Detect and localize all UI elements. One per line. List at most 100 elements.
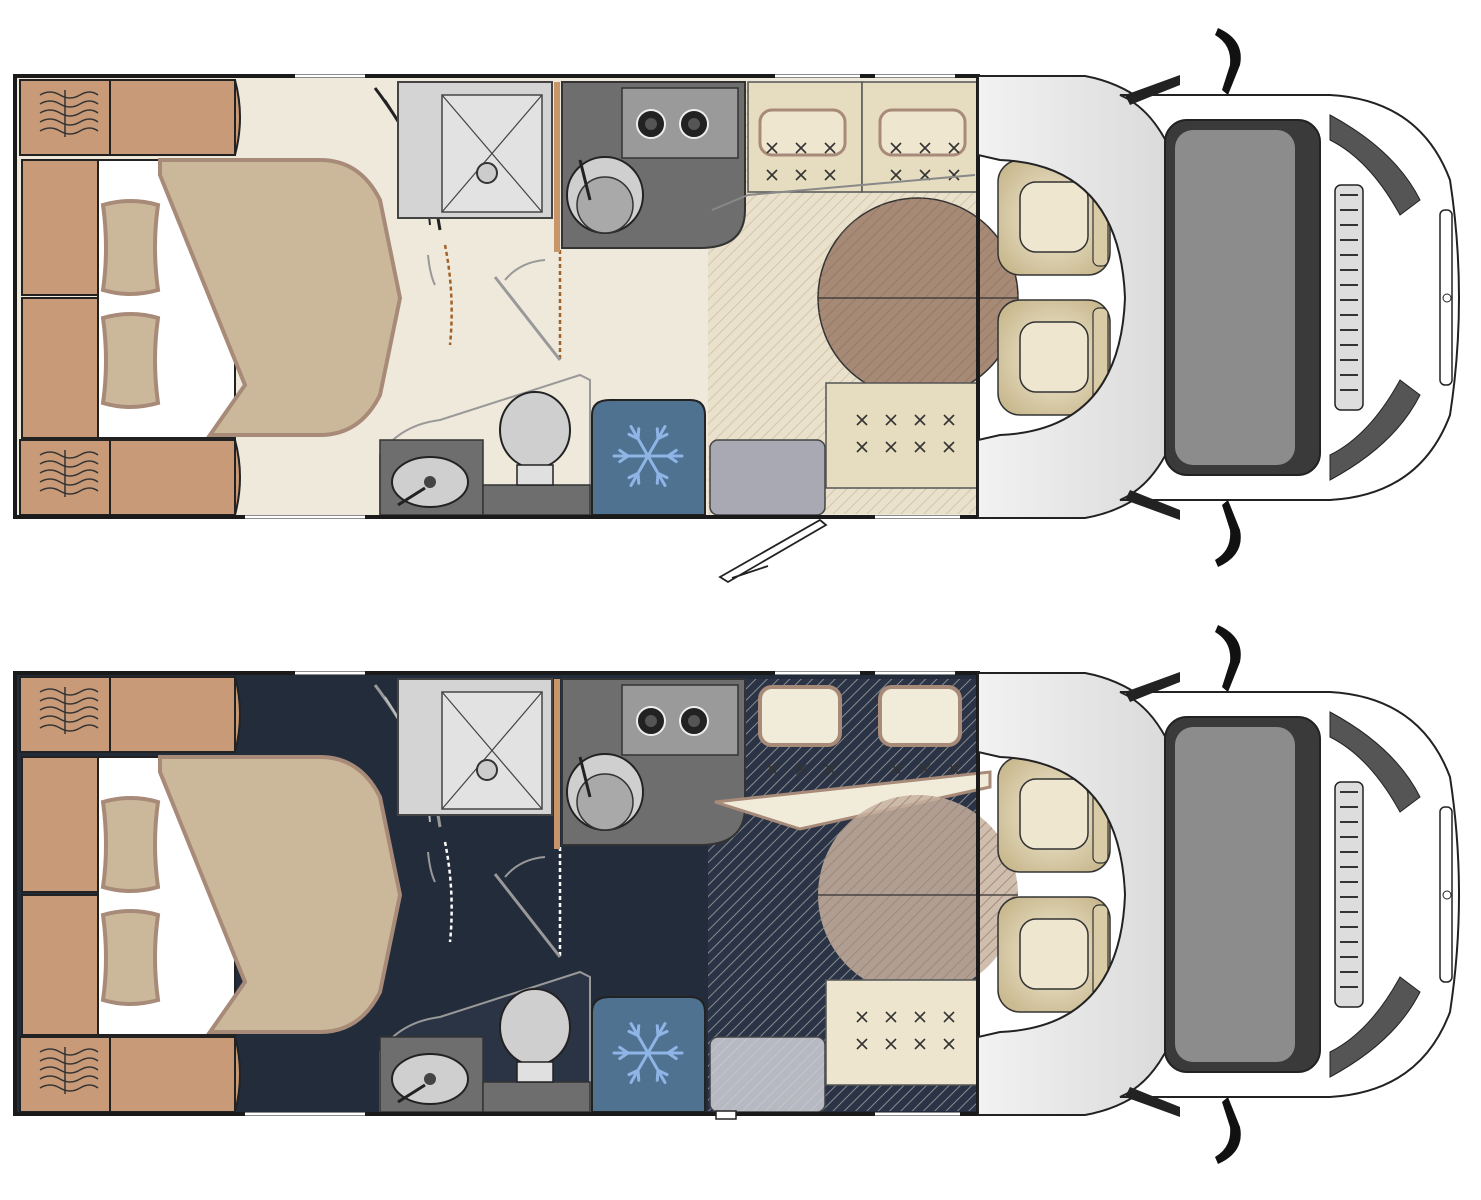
cushion-tuft (890, 763, 902, 775)
snowflake-branch (636, 471, 641, 485)
bed-storage-box (21, 159, 99, 296)
cabinet-curve (234, 439, 241, 516)
entry-step (709, 439, 826, 516)
hook-line (39, 1075, 99, 1083)
cushion-tuft (795, 763, 807, 775)
door-swing-arrow (427, 851, 436, 883)
cushion-tuft (943, 414, 955, 426)
cushion-tuft (885, 1011, 897, 1023)
snowflake-arm (646, 1051, 667, 1084)
windscreen (1175, 130, 1295, 465)
snowflake-branch (618, 454, 630, 464)
snowflake-arm (646, 425, 667, 458)
cushion-tuft (890, 169, 902, 181)
snowflake-branch (627, 432, 640, 441)
bathroom-door (493, 276, 562, 361)
hook-line (39, 460, 99, 468)
cushion-tuft (856, 441, 868, 453)
burner-center (645, 118, 657, 130)
cab-seat-driver (997, 299, 1111, 416)
cushion-tuft (948, 169, 960, 181)
snowflake-branch (618, 1045, 630, 1055)
cushion-tuft (914, 441, 926, 453)
hook-line (39, 91, 99, 99)
door-swing-arrow (427, 254, 436, 286)
snowflake-branch (666, 1051, 678, 1061)
hook-line (39, 478, 99, 486)
washbasin-drain (424, 1073, 436, 1085)
side-mirror (1215, 500, 1241, 567)
snowflake-branch (656, 432, 669, 441)
snowflake-branch (636, 427, 641, 441)
snowflake-arm (629, 454, 650, 487)
bed-fold (158, 174, 247, 436)
shower-drain-icon (476, 162, 498, 184)
tap-icon (578, 159, 592, 201)
shower-slope-lines (441, 691, 543, 810)
hook-line (39, 487, 99, 495)
hook-line (39, 109, 99, 117)
cushion-tuft (885, 1038, 897, 1050)
snowflake-branch (655, 1068, 660, 1082)
seat-cushion (1019, 181, 1089, 253)
side-mirror (1215, 1097, 1241, 1164)
badge (1442, 293, 1452, 303)
hook-line (39, 1066, 99, 1074)
snowflake-branch (656, 1068, 669, 1077)
hook-line (39, 451, 99, 459)
cushion-tuft (885, 441, 897, 453)
bathroom-door (493, 873, 562, 958)
snowflake-branch (618, 1051, 630, 1061)
washbasin-drain (424, 476, 436, 488)
table-leg-line (711, 174, 976, 211)
cushion-tuft (948, 763, 960, 775)
cushion-tuft (914, 414, 926, 426)
snowflake-branch (655, 427, 660, 441)
hook-line (39, 706, 99, 714)
snowflake-icon (612, 1022, 684, 1084)
tap-icon (578, 756, 592, 798)
hook-line (39, 469, 99, 477)
outer-wall (13, 671, 980, 1116)
storage-hooks-icon (39, 90, 99, 137)
hook-line (39, 127, 99, 135)
entry-door-open (718, 518, 828, 584)
door-swing-arrow (504, 259, 546, 281)
cushion-tuft (824, 169, 836, 181)
pillow (100, 796, 161, 893)
hook-line (39, 118, 99, 126)
cushion-tuft (943, 441, 955, 453)
partition-wall (554, 679, 560, 849)
toilet-base (482, 1081, 591, 1113)
cushion (878, 108, 967, 157)
cushion-tuft (795, 142, 807, 154)
cushion-tuft (824, 763, 836, 775)
burner-center (688, 118, 700, 130)
cushion (758, 108, 847, 157)
side-mirror (1215, 625, 1241, 692)
hook-line (39, 1048, 99, 1056)
rear-cabinet (109, 676, 236, 753)
tap-icon (397, 1083, 426, 1104)
toilet-cistern (516, 464, 554, 486)
dinette-bench-front (825, 979, 979, 1086)
pillow (758, 685, 842, 747)
bed-storage-box (21, 756, 99, 893)
rear-cabinet (109, 79, 236, 156)
grille (1334, 184, 1364, 411)
cushion-tuft (948, 142, 960, 154)
pillow (100, 312, 161, 409)
seat-cushion (1019, 918, 1089, 990)
toilet-bowl (499, 988, 571, 1066)
hook-line (39, 1084, 99, 1092)
cabinet-curve (234, 79, 241, 156)
snowflake-branch (627, 1029, 640, 1038)
door-swing-arrow (504, 856, 546, 878)
seat-cushion (1019, 321, 1089, 393)
storage-hooks-icon (39, 450, 99, 497)
cushion-tuft (766, 169, 778, 181)
snowflake-branch (666, 448, 678, 458)
hook-line (39, 724, 99, 732)
bed-cover (158, 755, 403, 1034)
